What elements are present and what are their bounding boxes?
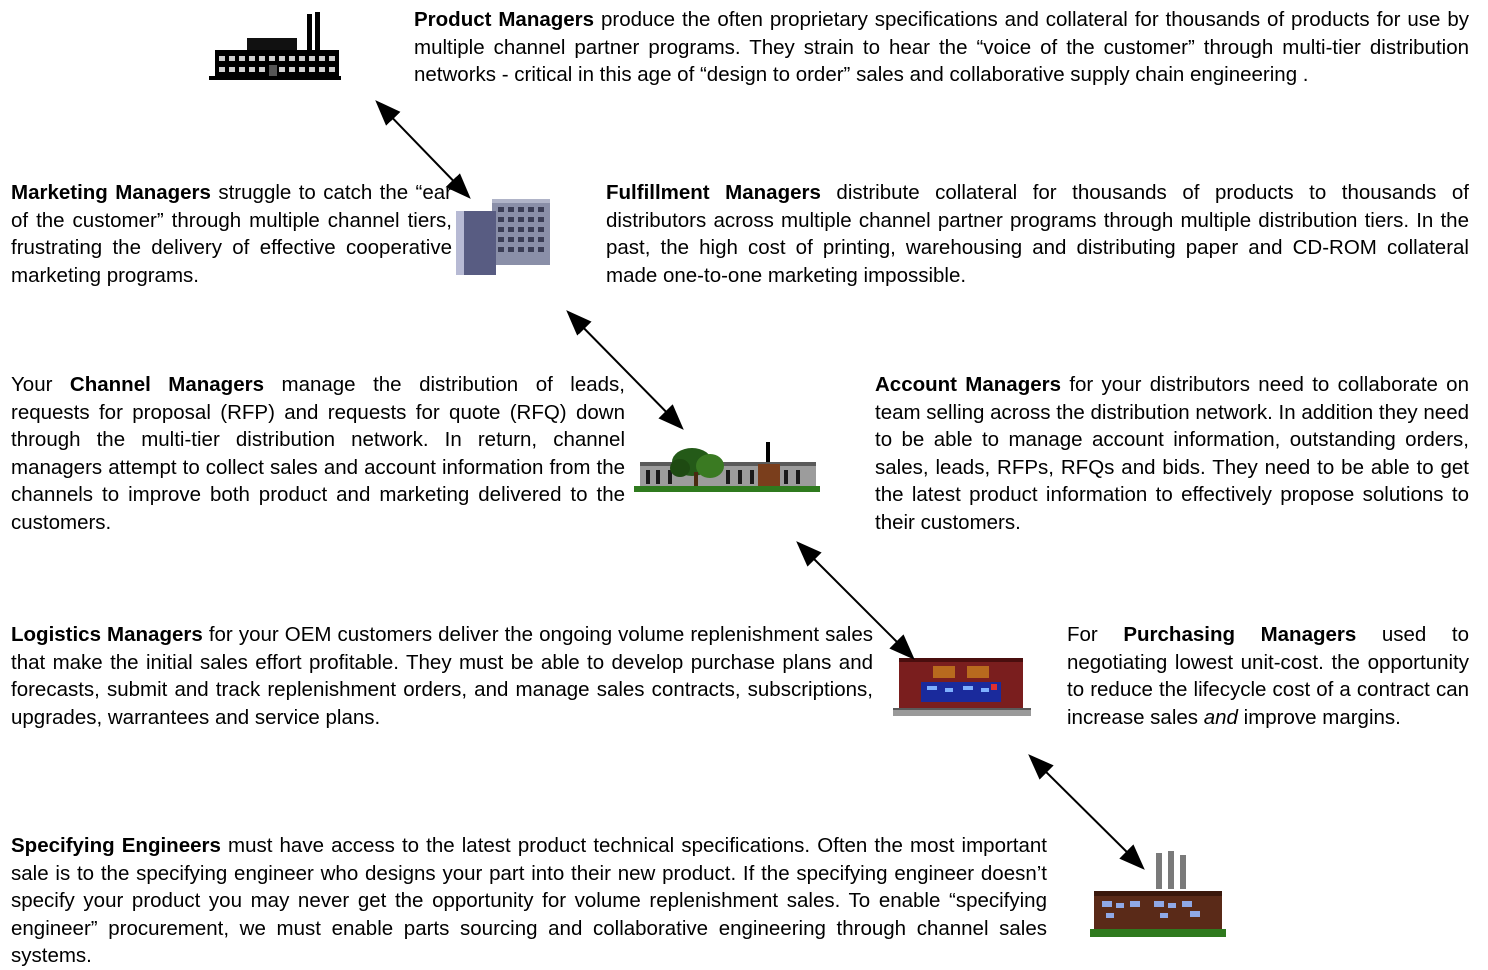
product-managers-body: produce the often proprietary specificat… <box>414 8 1469 87</box>
fulfillment-managers-heading: Fulfillment Managers <box>606 181 821 204</box>
arrow-marketing-channel <box>566 310 684 430</box>
purchasing-managers-body: used to negotiating lowest unit-cost. th… <box>1067 623 1469 729</box>
arrow-account-specifying <box>1028 754 1145 870</box>
arrow-product-marketing <box>375 100 471 199</box>
specifying-engineers-heading: Specifying Engineers <box>11 834 221 857</box>
purchasing-managers-prefix: For <box>1067 623 1124 646</box>
channel-managers-heading: Channel Managers <box>69 373 264 396</box>
account-managers-body: for your distributors need to collaborat… <box>875 373 1469 534</box>
plant-icon <box>1090 851 1226 937</box>
logistics-managers-text: Logistics Managers for your OEM customer… <box>11 621 873 731</box>
account-managers-text: Account Managers for your distributors n… <box>875 371 1469 537</box>
fulfillment-managers-text: Fulfillment Managers distribute collater… <box>606 179 1469 289</box>
logistics-managers-body: for your OEM customers deliver the ongoi… <box>11 623 874 729</box>
storefront-icon <box>893 658 1031 716</box>
marketing-managers-heading: Marketing Managers <box>11 181 211 204</box>
campus-icon <box>634 442 820 492</box>
channel-managers-body: manage the distribution of leads, reques… <box>11 373 625 534</box>
logistics-managers-heading: Logistics Managers <box>11 623 203 646</box>
specifying-engineers-body: must have access to the latest product t… <box>11 834 1047 968</box>
office-building-icon <box>456 199 550 275</box>
purchasing-managers-suffix: improve margins. <box>1237 705 1401 729</box>
arrow-channel-account <box>796 541 915 660</box>
account-managers-heading: Account Managers <box>875 373 1062 396</box>
specifying-engineers-text: Specifying Engineers must have access to… <box>11 832 1047 970</box>
channel-managers-text: Your Channel Managers manage the distrib… <box>11 371 625 537</box>
product-managers-heading: Product Managers <box>414 8 595 31</box>
channel-managers-prefix: Your <box>11 373 70 396</box>
purchasing-managers-heading: Purchasing Managers <box>1123 623 1357 646</box>
fulfillment-managers-body: distribute collateral for thousands of p… <box>606 181 1469 287</box>
factory-icon <box>209 12 341 80</box>
purchasing-managers-text: For Purchasing Managers used to negotiat… <box>1067 621 1469 731</box>
purchasing-managers-emphasis: and <box>1203 705 1238 729</box>
product-managers-text: Product Managers produce the often propr… <box>414 6 1469 89</box>
